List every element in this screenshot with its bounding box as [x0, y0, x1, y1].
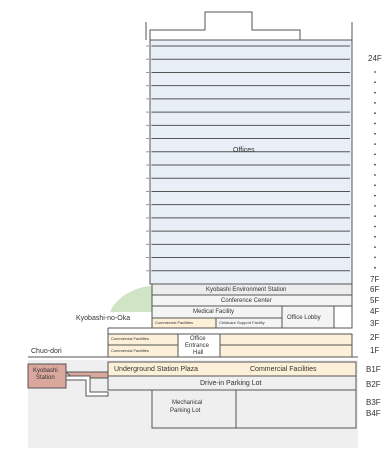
floor-1f-right [219, 344, 353, 358]
floor-dot [374, 205, 376, 207]
offices-label: Offices [233, 147, 255, 154]
floor-label-2f: 2F [370, 333, 380, 342]
childcare-label: Childcare Support Facility [219, 320, 265, 325]
floor-label-7f: 7F [370, 275, 380, 284]
floor-dot [374, 81, 376, 84]
office-entrance-label-2: Entrance [185, 343, 210, 349]
floor-label-1f: 1F [370, 346, 380, 355]
kyobashi-station-label-1: Kyobashi [33, 368, 58, 374]
kyobashi-no-oka-label: Kyobashi-no-Oka [76, 315, 131, 322]
floor-3f-right [333, 305, 353, 329]
mechanical-label-1: Mechanical [172, 400, 203, 406]
floor-label-b2f: B2F [366, 380, 381, 389]
environment-station-label: Kyobashi Environment Station [206, 287, 287, 293]
kyobashi-station-box [27, 363, 67, 389]
floor-dot [374, 235, 376, 238]
floor-dot [374, 215, 376, 218]
floor-dot [374, 256, 376, 259]
floor-dot [374, 143, 376, 146]
floor-dot [374, 174, 376, 176]
chuo-dori-label: Chuo-dori [31, 348, 62, 355]
kyobashi-station-label-2: Station [36, 375, 55, 381]
floor-label-5f: 5F [370, 296, 380, 305]
floor-dots [374, 71, 376, 269]
floor-dot [374, 132, 376, 135]
office-entrance-label-3: Hall [193, 350, 204, 356]
roof-outline [149, 11, 301, 41]
mechanical-parking-lot [151, 389, 357, 429]
kyobashi-no-oka-greenery [110, 286, 152, 312]
office-lobby-label: Office Lobby [287, 315, 321, 321]
floor-label-24f: 24F [368, 54, 382, 63]
floor-dot [374, 153, 376, 156]
floor-label-b1f: B1F [366, 365, 381, 374]
floor-dot [374, 266, 376, 269]
floor-dot [374, 225, 376, 228]
commercial-b1-label: Commercial Facilities [250, 366, 317, 373]
floor-dot [374, 91, 376, 94]
floor-label-6f: 6F [370, 285, 380, 294]
floor-dot [374, 112, 376, 115]
parking-label: Drive-in Parking Lot [200, 380, 262, 387]
underground-plaza-label: Underground Station Plaza [114, 366, 199, 373]
floor-dot [374, 102, 376, 104]
floor-label-3f: 3F [370, 319, 380, 328]
floor-dot [374, 122, 376, 125]
commercial-3f-label: Commercial Facilities [155, 320, 194, 325]
floor-label-4f: 4F [370, 307, 380, 316]
floor-dot [374, 246, 376, 249]
commercial-2f-label: Commercial Facilities [111, 336, 150, 341]
mechanical-label-2: Parking Lot [170, 408, 201, 414]
floor-dot [374, 71, 376, 73]
commercial-1f-label: Commercial Facilities [111, 348, 150, 353]
station-connection-lower [65, 375, 109, 397]
floor-label-b4f: B4F [366, 409, 381, 418]
office-entrance-label-1: Office [190, 336, 206, 342]
medical-facility-label: Medical Facility [193, 309, 235, 315]
office-floor-lines [146, 45, 350, 272]
floor-label-b3f: B3F [366, 398, 381, 407]
floor-dot [374, 184, 376, 187]
floor-dot [374, 194, 376, 197]
floor-2f-right [219, 333, 353, 346]
conference-center-label: Conference Center [221, 298, 272, 304]
office-tower [149, 39, 353, 285]
floor-dot [374, 163, 376, 166]
